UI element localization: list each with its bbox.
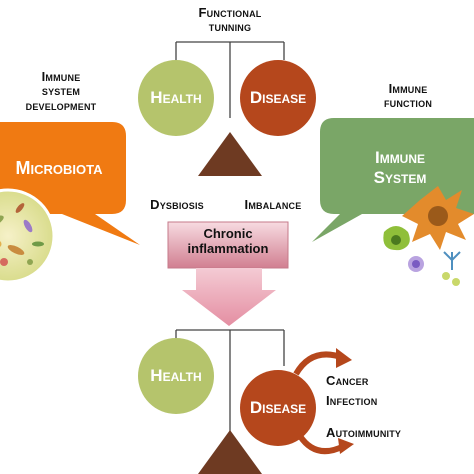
top-balance-scale — [138, 41, 316, 176]
top-health-circle — [138, 60, 214, 136]
top-health-label: Health — [150, 88, 202, 107]
top-fulcrum — [198, 132, 262, 176]
is-line2: System — [373, 167, 427, 187]
microbiota-label: Microbiota — [15, 158, 103, 178]
if-line1: Immune — [388, 81, 428, 96]
is-line1: Immune — [374, 148, 426, 167]
top-disease-circle — [240, 60, 316, 136]
chronic-inflammation-label: Chronic inflammation — [168, 226, 288, 257]
ci-line1: Chronic — [203, 226, 253, 241]
functional-tunning-label: Functional tunning — [170, 5, 290, 35]
microbiota-bubble — [0, 122, 140, 245]
dysbiosis-label: Dysbiosis — [150, 197, 204, 212]
immune-function-label: Immune function — [360, 81, 456, 111]
ci-line2: inflammation — [187, 240, 269, 256]
outcome-autoimmunity: Autoimmunity — [326, 425, 402, 440]
functional-line1: Functional — [198, 5, 262, 20]
outcome-arrow-head-top — [336, 348, 352, 368]
immune-system-label: Immune System — [350, 148, 450, 187]
outcome-infection: Infection — [326, 393, 378, 408]
isd-line1: Immune — [41, 69, 81, 84]
bottom-balance-scale — [138, 329, 316, 474]
isd-line2: system — [41, 83, 81, 99]
top-disease-label: Disease — [249, 88, 307, 107]
functional-line2: tunning — [208, 19, 252, 35]
bottom-fulcrum — [198, 430, 262, 474]
bottom-disease-label: Disease — [249, 398, 307, 417]
outcome-cancer: Cancer — [326, 373, 369, 388]
immune-cells-image — [383, 186, 474, 286]
bottom-health-label: Health — [150, 366, 202, 385]
bottom-disease-circle — [240, 370, 316, 446]
bottom-health-circle — [138, 338, 214, 414]
imbalance-label: Imbalance — [244, 197, 302, 212]
outcome-arrow-head-bottom — [338, 438, 354, 454]
isd-line3: development — [25, 97, 97, 113]
down-arrow — [182, 268, 276, 326]
if-line2: function — [383, 95, 433, 111]
chronic-inflammation-box — [167, 221, 289, 269]
immune-system-development-label: Immune system development — [6, 69, 116, 113]
microbiota-image — [0, 188, 56, 284]
